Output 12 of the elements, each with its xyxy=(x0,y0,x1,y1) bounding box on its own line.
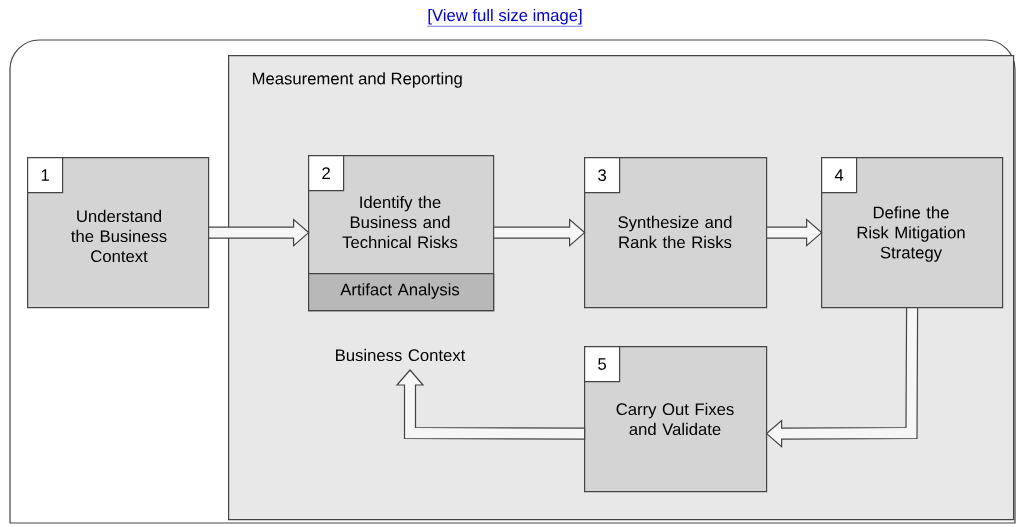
block-arrow xyxy=(765,307,919,448)
text-label: Business Context xyxy=(336,348,466,362)
process-box: 1 Understand the Business Context xyxy=(27,157,210,309)
sub-band: Artifact Analysis xyxy=(308,273,495,312)
process-box: 4 Define the Risk Mitigation Strategy xyxy=(821,157,1004,309)
block-arrow xyxy=(395,369,586,440)
process-box: 5 Carry Out Fixes and Validate xyxy=(584,346,768,493)
block-arrow xyxy=(208,218,310,247)
process-box: 3 Synthesize and Rank the Risks xyxy=(584,157,768,309)
block-arrow xyxy=(766,218,823,247)
block-arrow xyxy=(493,218,586,247)
link: [View full size image] xyxy=(427,8,583,27)
